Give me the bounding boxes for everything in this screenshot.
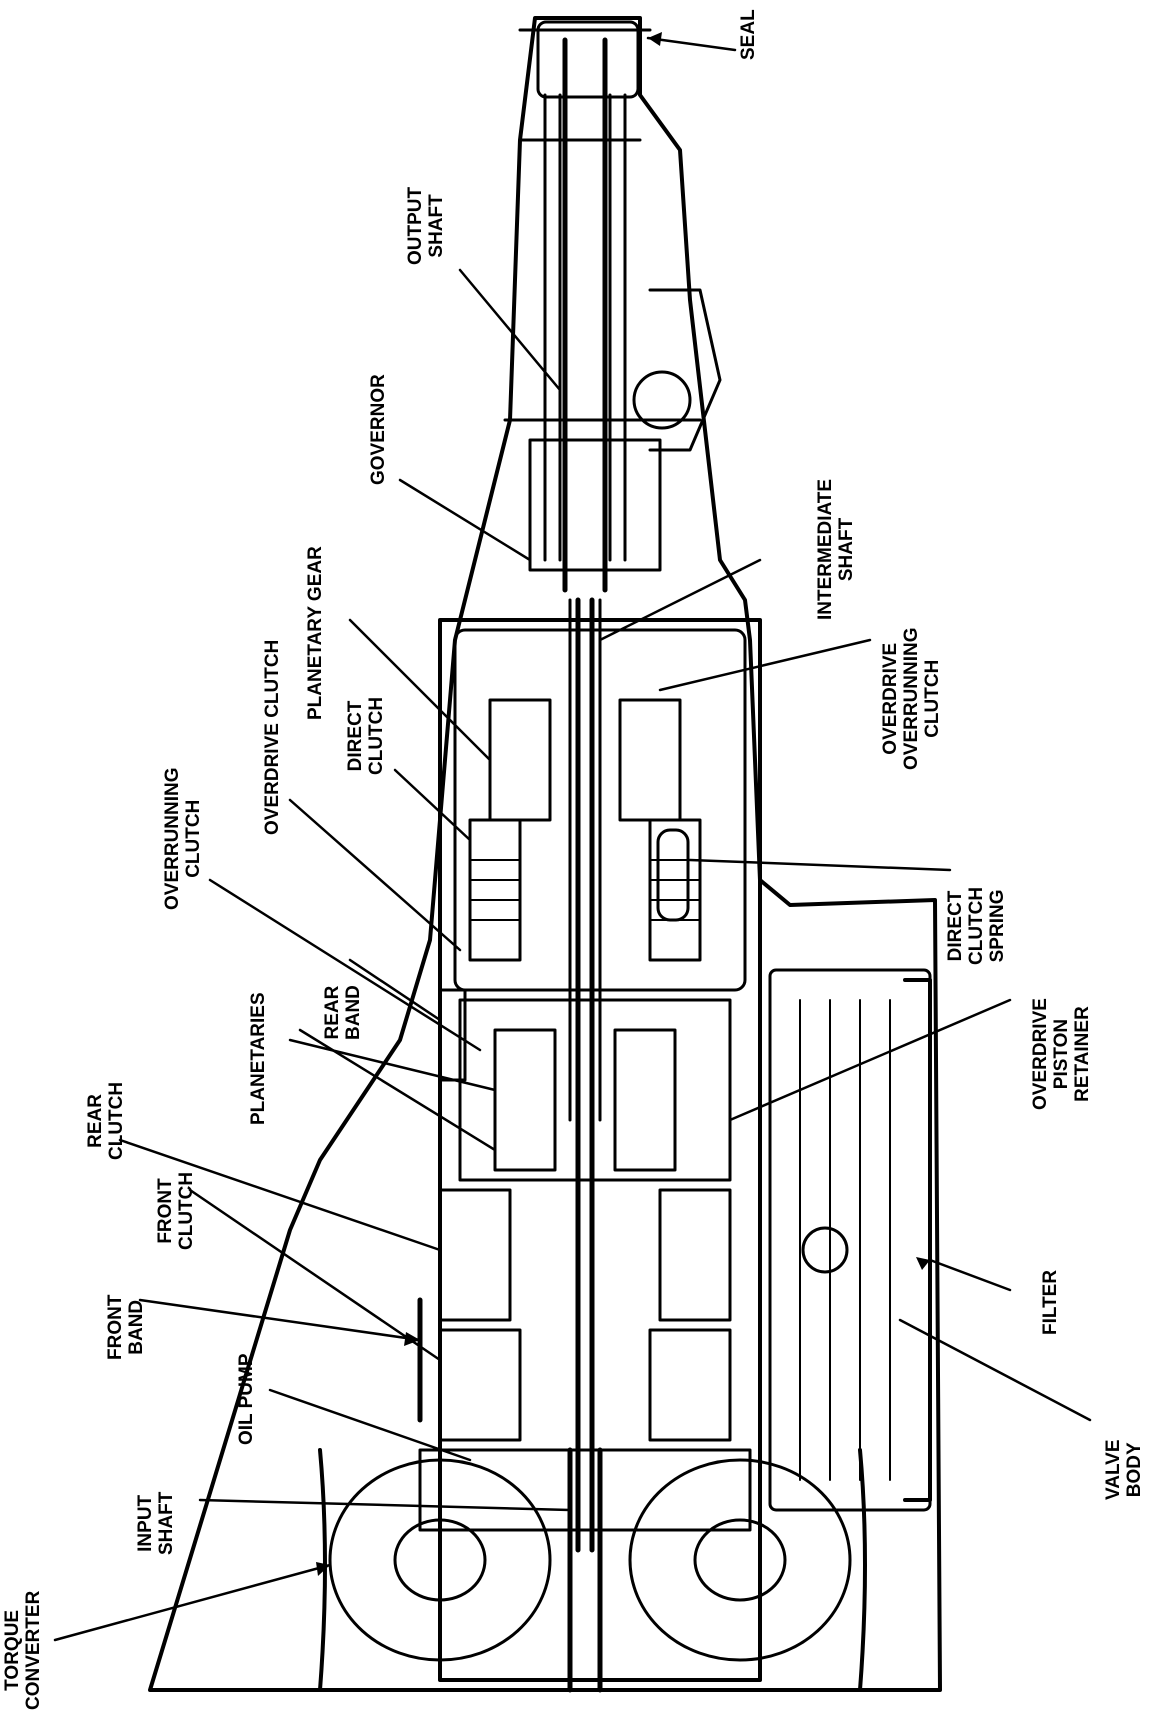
label-direct-clutch: DIRECT CLUTCH	[345, 696, 387, 775]
leader-rear-band	[348, 958, 442, 1022]
leader-valve-body	[898, 1318, 1092, 1422]
leader-oil-pump	[268, 1388, 472, 1462]
planetaries	[493, 1028, 557, 1172]
arrow-seal	[648, 32, 662, 46]
arrow-front-band	[404, 1332, 420, 1346]
planetary-gear-set	[488, 698, 552, 822]
planetary-gear-set-r	[618, 698, 682, 822]
mount-boss	[648, 288, 722, 452]
oil-pump-body	[418, 1448, 752, 1532]
leader-governor	[398, 478, 532, 562]
leader-rear-clutch	[118, 1138, 442, 1252]
converter-stator-left	[393, 1518, 487, 1602]
speedo-gear	[632, 370, 692, 430]
label-filter: FILTER	[1040, 1269, 1061, 1335]
label-planetary-gear: PLANETARY GEAR	[305, 546, 326, 720]
overdrive-housing	[453, 628, 747, 992]
leader-front-clutch	[188, 1188, 442, 1362]
leader-front-band	[138, 1298, 422, 1342]
planetaries-r	[613, 1028, 677, 1172]
label-input-shaft: INPUT SHAFT	[135, 1491, 177, 1555]
direct-clutch-spring	[656, 828, 690, 922]
label-overrunning-clutch: OVERRUNNING CLUTCH	[162, 767, 204, 910]
leader-planetaries-b	[298, 1028, 497, 1152]
filter-pan	[903, 978, 932, 1502]
arrow-torque-converter	[316, 1562, 330, 1576]
mainshaft	[575, 597, 595, 1553]
valve-body-bores	[799, 999, 891, 1481]
extension-inner	[543, 93, 627, 562]
valve-body-case	[768, 968, 932, 1512]
leader-planetary-gear	[348, 618, 492, 762]
label-governor: GOVERNOR	[368, 374, 389, 485]
output-shaft-body	[562, 37, 608, 593]
governor-body	[528, 438, 662, 572]
label-planetaries: PLANETARIES	[248, 992, 269, 1125]
direct-clutch-pack-r	[648, 818, 702, 962]
leader-output-shaft	[458, 268, 562, 392]
rear-clutch-pack-r	[658, 1188, 732, 1322]
input-shaft	[567, 1447, 603, 1693]
converter-stator-right	[693, 1518, 787, 1602]
rear-clutch-pack	[438, 1188, 512, 1322]
valve-spool	[801, 1226, 849, 1274]
leader-filter	[928, 1258, 1012, 1292]
front-clutch-pack-r	[648, 1328, 732, 1442]
label-rear-clutch: REAR CLUTCH	[85, 1081, 127, 1160]
leader-overrunning	[208, 878, 482, 1052]
label-intermediate-shaft: INTERMEDIATE SHAFT	[815, 478, 857, 620]
label-overdrive-overrunning-clutch: OVERDRIVE OVERRUNNING CLUTCH	[880, 627, 943, 770]
label-rear-band: REAR BAND	[322, 985, 364, 1040]
leader-intermediate-shaft	[598, 558, 762, 642]
leader-seal	[646, 36, 737, 52]
leader-direct-clutch-spring	[688, 858, 952, 872]
arrow-filter	[916, 1257, 930, 1270]
arrowheads	[316, 32, 930, 1576]
label-seal: SEAL	[738, 9, 759, 60]
leader-overdrive-clutch	[288, 798, 462, 952]
label-valve-body: VALVE BODY	[1103, 1439, 1145, 1500]
rear-seal-block	[536, 20, 640, 99]
leader-od-piston	[728, 998, 1012, 1122]
leader-lines	[53, 36, 1092, 1642]
leader-torque-converter	[53, 1563, 332, 1642]
label-overdrive-clutch: OVERDRIVE CLUTCH	[262, 639, 283, 835]
housing-outline	[148, 16, 942, 1692]
front-clutch-pack	[438, 1328, 522, 1442]
label-front-band: FRONT BAND	[105, 1294, 147, 1360]
direct-clutch-pack	[468, 818, 522, 962]
label-torque-converter: TORQUE CONVERTER	[2, 1590, 44, 1710]
rear-planetary-housing	[458, 998, 732, 1182]
converter-turbine-right	[628, 1458, 852, 1662]
label-front-clutch: FRONT CLUTCH	[155, 1171, 197, 1250]
leader-planetaries-a	[288, 1038, 497, 1092]
leader-direct-clutch	[393, 768, 472, 842]
label-overdrive-piston-retainer: OVERDRIVE PISTON RETAINER	[1030, 998, 1093, 1110]
converter-turbine-left	[328, 1458, 552, 1662]
clutch-plates	[469, 859, 701, 921]
intermediate-shaft	[568, 598, 602, 1122]
label-direct-clutch-spring: DIRECT CLUTCH SPRING	[945, 886, 1008, 965]
leader-od-overrunning	[658, 638, 872, 692]
leader-input-shaft	[198, 1498, 572, 1512]
label-output-shaft: OUTPUT SHAFT	[405, 186, 447, 265]
label-oil-pump: OIL PUMP	[236, 1353, 257, 1446]
